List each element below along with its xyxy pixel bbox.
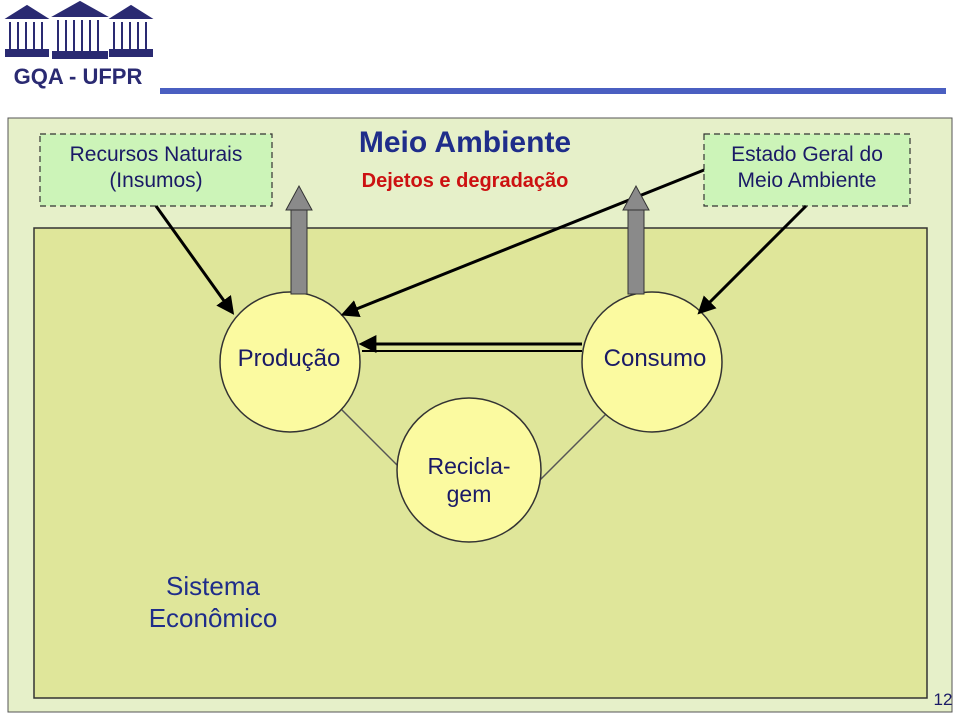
environment-state-line1: Estado Geral do xyxy=(731,143,883,166)
consumption-waste-arrow xyxy=(622,184,650,295)
environment-state-line2: Meio Ambiente xyxy=(737,169,877,192)
environment-state-label: Estado Geral do Meio Ambiente xyxy=(704,142,910,194)
production-label: Produção xyxy=(237,345,341,372)
consumption-recycling-line xyxy=(529,407,613,491)
environment-title: Meio Ambiente xyxy=(358,126,572,159)
environment-subtitle: Dejetos e degradação xyxy=(361,170,569,192)
natural-resources-label: Recursos Naturais (Insumos) xyxy=(40,142,272,194)
economic-system-label: Sistema Econômico xyxy=(120,570,306,634)
production-waste-arrow xyxy=(285,184,313,295)
state-to-production-arrow xyxy=(340,168,705,318)
state-to-consumption-arrow xyxy=(697,204,808,315)
natural-resources-line1: Recursos Naturais xyxy=(69,143,243,166)
logo-text: GQA - UFPR xyxy=(14,64,143,89)
recycling-label: Recicla- gem xyxy=(398,452,540,508)
resources-to-production-arrow xyxy=(154,205,235,315)
consumption-label: Consumo xyxy=(603,345,707,372)
header-rule xyxy=(160,88,946,94)
building-icon xyxy=(51,0,109,59)
building-icon xyxy=(4,4,50,57)
gqa-ufpr-logo: GQA - UFPR xyxy=(4,0,154,89)
natural-resources-box xyxy=(39,133,273,207)
economic-system-line1: Sistema xyxy=(166,571,260,601)
recycling-line2: gem xyxy=(446,481,492,507)
consumption-node xyxy=(581,291,723,433)
natural-resources-line2: (Insumos) xyxy=(109,169,203,192)
environment-state-box xyxy=(703,133,911,207)
page-number: 12 xyxy=(933,690,953,709)
recycling-node xyxy=(396,397,542,543)
recycling-line1: Recicla- xyxy=(427,453,511,479)
production-node xyxy=(219,291,361,433)
economic-system-line2: Econômico xyxy=(148,603,278,633)
building-icon xyxy=(108,4,154,57)
